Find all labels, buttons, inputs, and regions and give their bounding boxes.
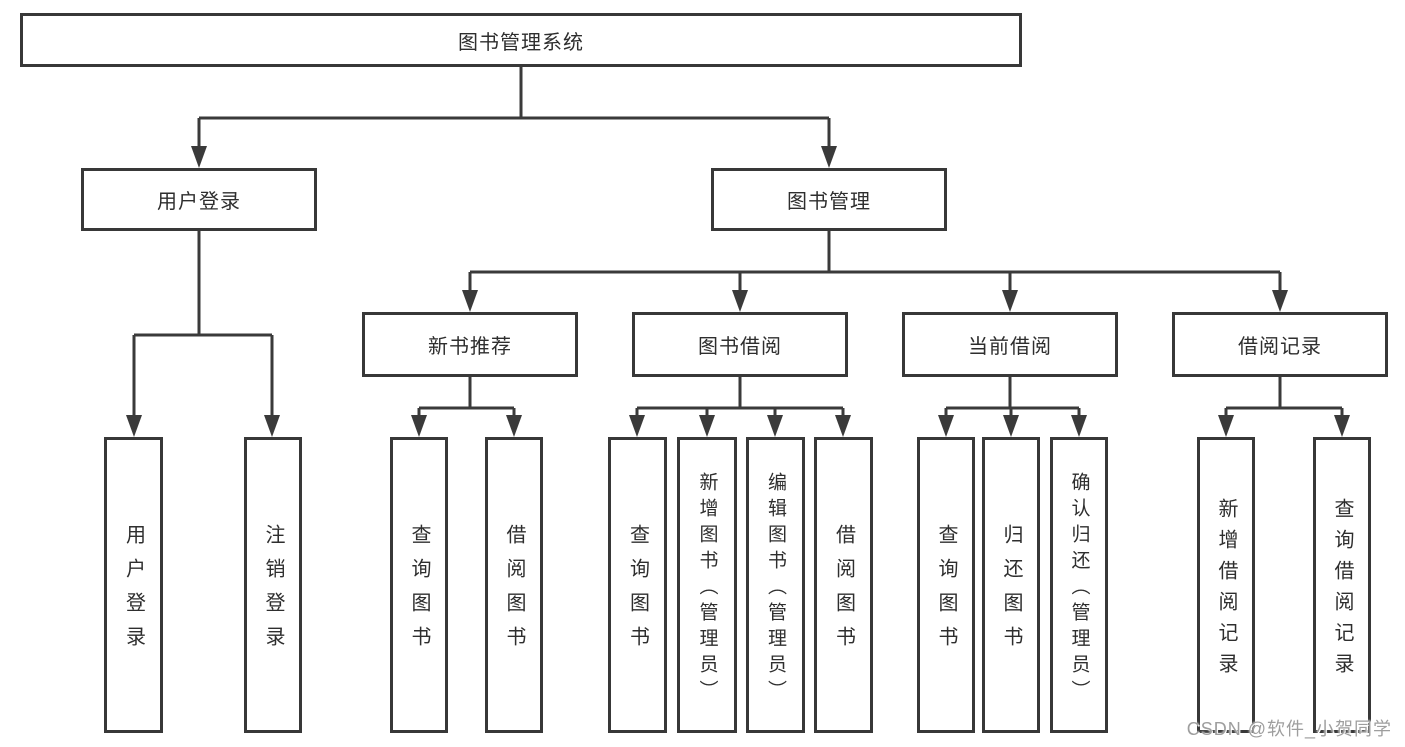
leaf-query-borrow-record: 查询借阅记录 [1313,437,1371,733]
leaf-query-books-current: 查询图书 [917,437,975,733]
node-borrowing-records: 借阅记录 [1172,312,1388,377]
leaf-query-books-recommend: 查询图书 [390,437,448,733]
leaf-label: 编辑图书（管理员） [765,471,786,706]
leaf-return-books: 归还图书 [982,437,1040,733]
node-label: 图书管理系统 [458,31,584,54]
leaf-label: 注销登录 [262,524,284,660]
arrowheads [126,146,1350,437]
node-book-management: 图书管理 [711,168,947,231]
leaf-label: 用户登录 [122,524,145,660]
leaf-user-login: 用户登录 [104,437,163,733]
csdn-watermark: CSDN @软件_小贺同学 [1186,719,1392,739]
tree-edges [132,67,1344,418]
leaf-add-borrow-record: 新增借阅记录 [1197,437,1255,733]
leaf-label: 借阅图书 [503,524,525,660]
leaf-borrow-books: 借阅图书 [814,437,873,733]
node-current-borrowing: 当前借阅 [902,312,1118,377]
node-label: 用户登录 [157,191,241,213]
leaf-label: 查询借阅记录 [1331,497,1353,684]
leaf-label: 新增借阅记录 [1215,497,1237,684]
node-label: 借阅记录 [1238,336,1322,358]
leaf-label: 查询图书 [408,524,430,660]
leaf-label: 确认归还（管理员） [1068,471,1090,706]
leaf-label: 查询图书 [935,524,957,660]
leaf-confirm-return-admin: 确认归还（管理员） [1050,437,1108,733]
leaf-label: 查询图书 [626,524,649,660]
node-label: 图书借阅 [698,336,782,358]
node-book-borrowing: 图书借阅 [632,312,848,377]
leaf-label: 新增图书（管理员） [696,471,718,706]
leaf-query-books-borrowing: 查询图书 [608,437,667,733]
leaf-edit-books-admin: 编辑图书（管理员） [746,437,805,733]
leaf-borrow-books-recommend: 借阅图书 [485,437,543,733]
leaf-add-books-admin: 新增图书（管理员） [677,437,737,733]
node-library-management-system: 图书管理系统 [20,13,1022,67]
node-label: 新书推荐 [428,336,512,358]
node-label: 图书管理 [787,191,871,213]
node-label: 当前借阅 [968,336,1052,358]
node-new-book-recommend: 新书推荐 [362,312,578,377]
leaf-logout: 注销登录 [244,437,302,733]
leaf-label: 借阅图书 [832,524,855,660]
leaf-label: 归还图书 [1000,524,1022,660]
node-user-login: 用户登录 [81,168,317,231]
